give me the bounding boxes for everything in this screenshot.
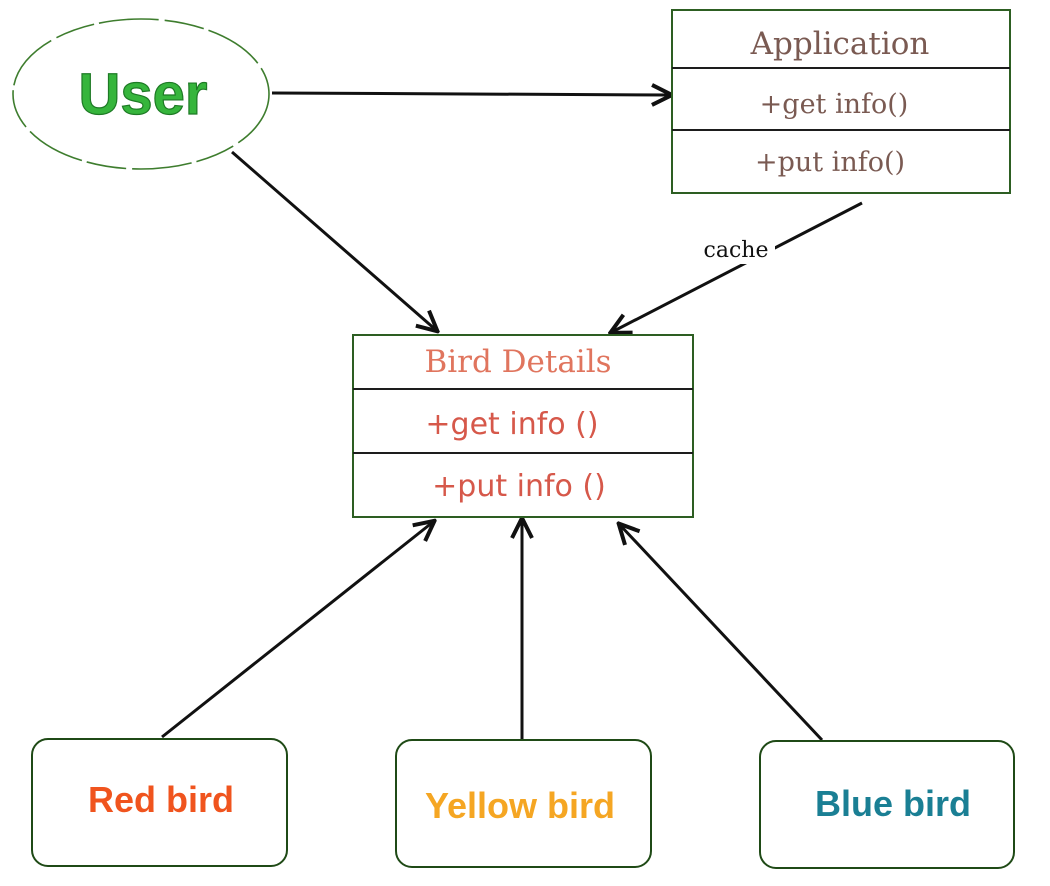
application-class: Application +get info() +put info() (671, 9, 1011, 194)
bird-blue: Blue bird (759, 740, 1015, 869)
blue-bird-label: Blue bird (815, 783, 971, 824)
application-title: Application (750, 26, 930, 62)
cache-label: cache (704, 238, 769, 263)
red-bird-box (31, 738, 288, 867)
user-ellipse (12, 18, 270, 170)
arrow-user-to-application (271, 93, 670, 95)
bird-details-title: Bird Details (424, 344, 611, 380)
blue-bird-box (759, 740, 1015, 869)
user-label: User (79, 62, 208, 127)
arrow-application-to-bird-details (612, 201, 863, 332)
bird-details-method-put-info: +put info () (432, 469, 606, 504)
application-method-get-info: +get info() (760, 89, 909, 120)
yellow-bird-label: Yellow bird (425, 785, 615, 826)
arrow-red-bird-to-bird-details (161, 522, 433, 739)
bird-details-box (352, 334, 694, 518)
bird-details-method-get-info: +get info () (425, 407, 598, 442)
user-actor: User (12, 18, 270, 170)
yellow-bird-box (395, 739, 652, 868)
cache-label-bg (697, 234, 775, 264)
connectors (161, 93, 863, 742)
arrow-blue-bird-to-bird-details (620, 525, 824, 742)
application-box (671, 9, 1011, 194)
bird-details-class: Bird Details +get info () +put info () (352, 334, 694, 518)
bird-yellow: Yellow bird (395, 739, 652, 868)
bird-red: Red bird (31, 738, 288, 867)
red-bird-label: Red bird (88, 779, 234, 820)
application-method-put-info: +put info() (755, 147, 905, 178)
arrow-user-to-bird-details (231, 150, 436, 330)
